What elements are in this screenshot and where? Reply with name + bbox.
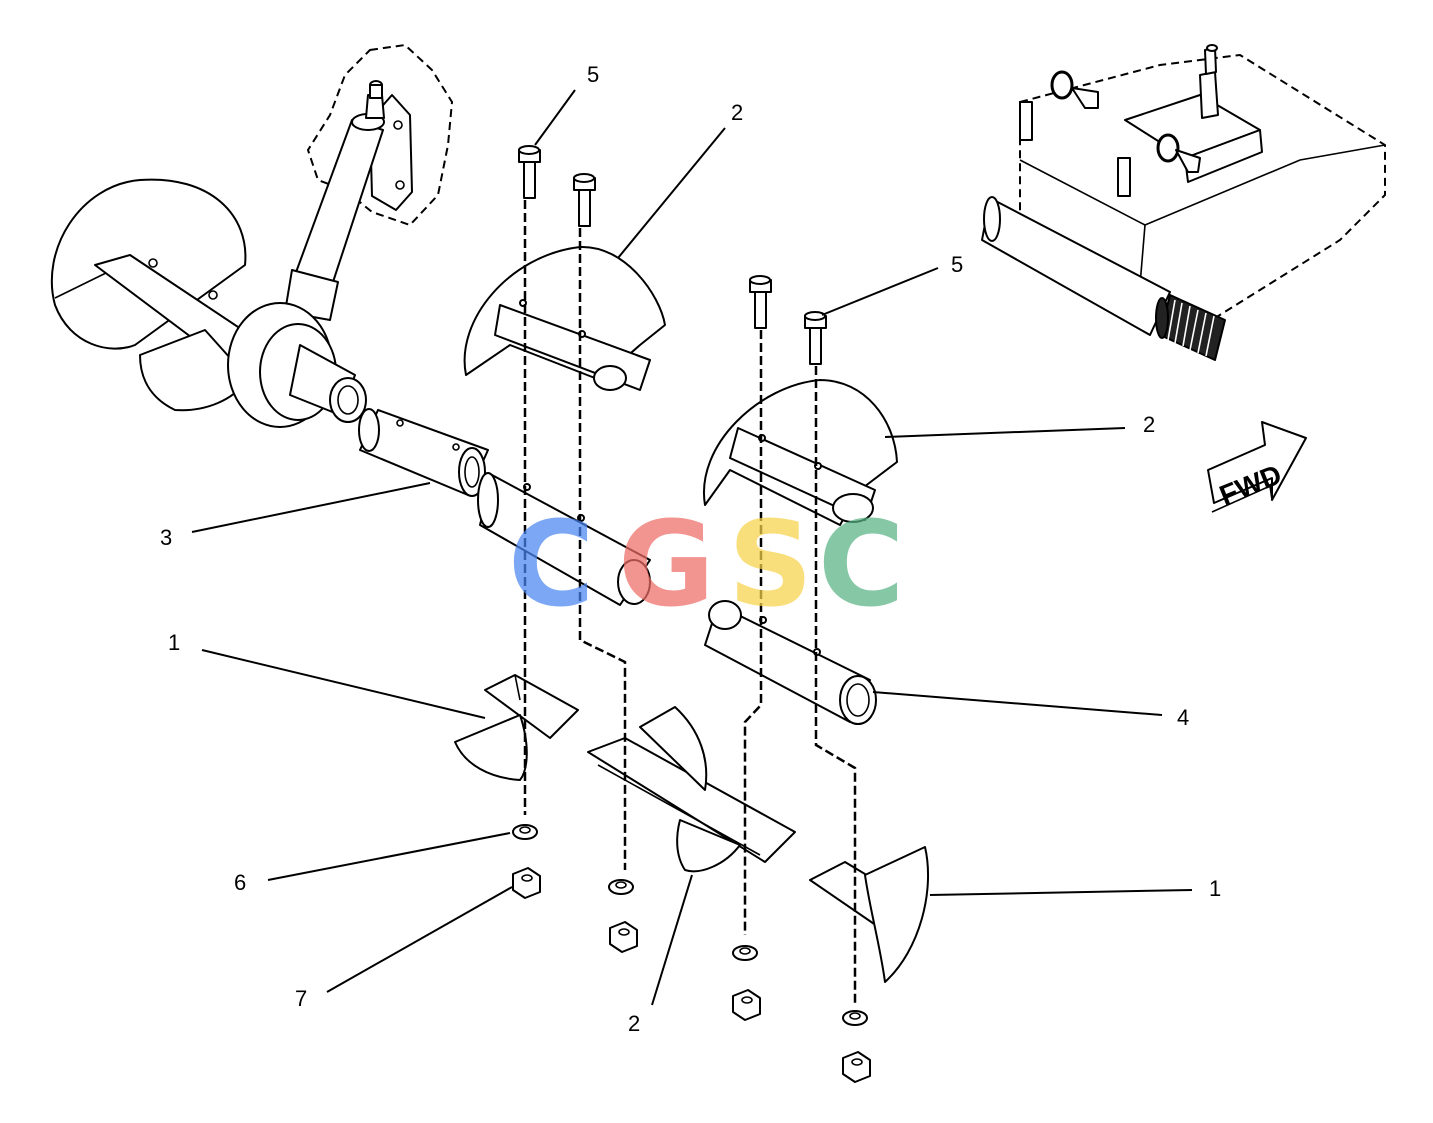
forward-arrow-icon: FWD [1207, 421, 1307, 513]
callout-7: 7 [295, 986, 307, 1011]
nuts-part-7 [512, 867, 871, 1083]
callout-1-right: 1 [1209, 876, 1221, 901]
washers-part-6 [512, 824, 868, 1026]
half-flight-top [463, 245, 666, 391]
callout-4: 4 [1177, 705, 1189, 730]
bolt-4 [804, 311, 827, 365]
half-flight-part-1-right [809, 846, 929, 983]
shaft-tube-part-4 [704, 600, 877, 725]
half-flight-part-1-left [454, 674, 579, 781]
half-flight-right [702, 379, 898, 526]
bolt-2 [573, 173, 596, 227]
watermark-letter-c1: C [508, 495, 595, 633]
callout-2-top: 2 [731, 100, 743, 125]
half-flight-part-2-bottom [587, 706, 796, 873]
callout-1-left: 1 [168, 630, 180, 655]
auger-shaft-tube [477, 472, 651, 606]
callout-6: 6 [234, 870, 246, 895]
watermark-letter-g: G [618, 495, 715, 633]
callout-3: 3 [160, 525, 172, 550]
callout-2-bottom: 2 [628, 1011, 640, 1036]
bolt-1 [518, 145, 541, 199]
leader-lines [191, 89, 1193, 1006]
coupling-tube-part-3 [358, 408, 489, 497]
callout-2-right: 2 [1143, 412, 1155, 437]
callout-5-right: 5 [951, 252, 963, 277]
bolt-axis-lines [523, 200, 857, 1005]
watermark: C G S C [508, 495, 905, 633]
watermark-letter-s: S [728, 495, 813, 633]
machine-locator-view [981, 44, 1386, 361]
callout-5-left: 5 [587, 62, 599, 87]
bolt-3 [749, 275, 772, 329]
auger-arm-assembly [50, 43, 454, 428]
callout-labels: 5 2 5 2 3 1 4 6 7 1 2 [160, 62, 1221, 1036]
bolts-part-5 [518, 145, 827, 365]
watermark-letter-c2: C [818, 495, 905, 633]
